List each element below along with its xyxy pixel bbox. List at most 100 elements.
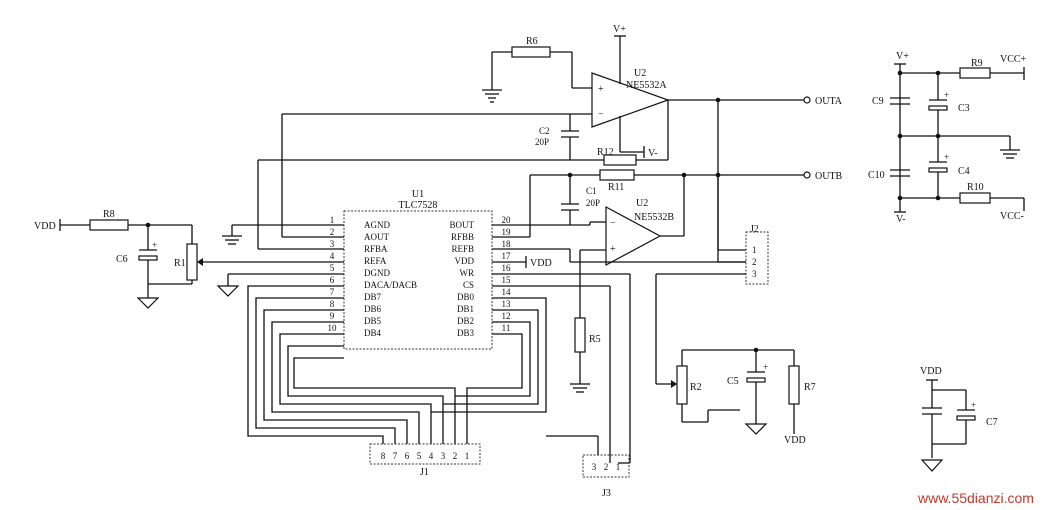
u1-pin-name: AOUT <box>364 232 389 242</box>
u1-pin-number: 14 <box>502 287 512 297</box>
r2-body <box>676 365 688 405</box>
u1-pin-name: WR <box>460 268 475 278</box>
c7-bypass: VDD + C7 <box>920 366 998 472</box>
u1-pin-name: RFBA <box>364 244 388 254</box>
r6-resistor: R6 <box>482 36 592 103</box>
j2-body <box>745 231 769 285</box>
c1-value: 20P <box>586 198 600 208</box>
u1-pin-name: DB7 <box>364 292 382 302</box>
c10-label: C10 <box>868 170 885 181</box>
c7-plus: + <box>971 400 976 410</box>
u1-body <box>343 210 493 350</box>
r10-label: R10 <box>967 182 984 193</box>
u1-pin-name: CS <box>463 280 474 290</box>
u1-pin-number: 5 <box>330 263 335 273</box>
opamp-a: + − U2 NE5532A V+ V- <box>591 24 670 159</box>
c3-label: C3 <box>958 103 970 114</box>
vcc-plus-label: VCC+ <box>1000 54 1027 65</box>
c7-label: C7 <box>986 417 998 428</box>
u1-pin-number: 16 <box>502 263 512 273</box>
j2-pin-number: 3 <box>752 269 757 279</box>
u1-pin-name: DB6 <box>364 304 382 314</box>
u1-pin-name: DB5 <box>364 316 382 326</box>
outb-label: OUTB <box>815 171 843 182</box>
u1-grounds <box>216 224 344 297</box>
j3-pin-number: 3 <box>592 462 597 472</box>
u1-pin-name: RFBB <box>451 232 474 242</box>
j3-pin-number: 2 <box>604 462 609 472</box>
u1-pin-name: DB4 <box>364 328 382 338</box>
j3-ref: J3 <box>602 488 611 499</box>
u1-pin-number: 17 <box>502 251 512 261</box>
vcc-minus-label: VCC- <box>1000 211 1024 222</box>
opamp-b-minus: − <box>610 218 616 229</box>
u1-pin-name: DB0 <box>457 292 475 302</box>
right-pin-nets: VDD <box>492 248 746 464</box>
opamp-a-vminus-label: V- <box>648 148 658 159</box>
opamp-b: − + U2 NE5532B <box>605 198 674 267</box>
u1-pin-number: 20 <box>502 215 512 225</box>
r9-label: R9 <box>971 58 983 69</box>
u1-pin-name: DB3 <box>457 328 475 338</box>
u1-pin-name: BOUT <box>450 220 475 230</box>
aout-feedback-net: C2 20P <box>281 113 592 238</box>
opamp-b-ref: U2 <box>636 198 648 209</box>
watermark: www.55dianzi.com <box>917 490 1034 506</box>
left-reference-network: VDD R8 + C6 R1 <box>34 209 344 309</box>
c2-value: 20P <box>535 137 549 147</box>
j3-body <box>582 454 630 478</box>
u1-pin-name: REFB <box>451 244 474 254</box>
opamp-a-minus: − <box>598 109 604 120</box>
j1-pin-number: 7 <box>393 451 398 461</box>
j2-pin-number: 1 <box>752 245 757 255</box>
u1-ref: U1 <box>412 189 424 200</box>
u1-pin-number: 15 <box>502 275 512 285</box>
opamp-a-plus: + <box>598 84 604 95</box>
r8-label: R8 <box>103 209 115 220</box>
r1-body <box>186 243 198 281</box>
opamp-b-plus: + <box>610 244 616 255</box>
c5-label: C5 <box>727 376 739 387</box>
r7-vdd-label: VDD <box>784 435 806 446</box>
r9-body <box>959 67 991 79</box>
j1-body <box>369 443 481 465</box>
u1-pin-number: 11 <box>502 323 511 333</box>
u1-pin-number: 2 <box>330 227 335 237</box>
u1-pin-number: 6 <box>330 275 335 285</box>
j2-pins: 123 <box>752 245 757 279</box>
r12-label: R12 <box>597 147 614 158</box>
outb-terminal <box>803 171 811 179</box>
u1-pin-number: 4 <box>330 251 335 261</box>
u1-pin-number: 8 <box>330 299 335 309</box>
c2-label: C2 <box>539 126 550 136</box>
u1-part: TLC7528 <box>399 200 438 211</box>
u1-right-pins: 20BOUT19RFBB18REFB17VDD16WR15CS14DB013DB… <box>450 215 512 338</box>
opamp-a-ref: U2 <box>634 68 646 79</box>
u1-pin-number: 7 <box>330 287 335 297</box>
opamp-a-vplus-label: V+ <box>613 24 626 35</box>
r1-label: R1 <box>174 258 186 269</box>
opamp-a-triangle <box>591 72 670 128</box>
j1-pin-number: 6 <box>405 451 410 461</box>
outa-label: OUTA <box>815 96 843 107</box>
u1-pin-number: 10 <box>328 323 338 333</box>
opamp-b-triangle <box>605 205 662 267</box>
j2-ref: J2 <box>750 224 759 235</box>
j1-pin-number: 8 <box>381 451 386 461</box>
u1-pin-name: AGND <box>364 220 390 230</box>
r2-label: R2 <box>690 382 702 393</box>
j1-pin-number: 5 <box>417 451 422 461</box>
j2-connector: J2 123 <box>655 224 769 385</box>
c3-plus: + <box>944 90 949 100</box>
pin17-vdd-label: VDD <box>530 258 552 269</box>
j3-pin-number: 1 <box>616 462 621 472</box>
c6-plus: + <box>152 240 157 250</box>
c1-label: C1 <box>586 186 597 196</box>
r8-body <box>89 219 129 231</box>
